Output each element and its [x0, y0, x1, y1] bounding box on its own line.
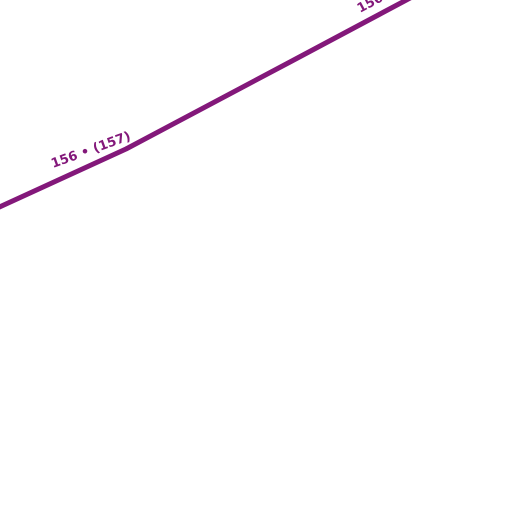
road-line[interactable]: [0, 0, 412, 210]
